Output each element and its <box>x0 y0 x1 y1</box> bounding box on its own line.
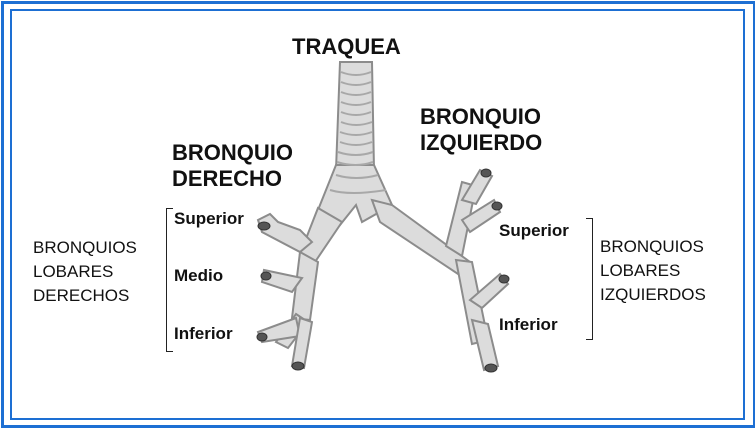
left-group-line-2: LOBARES <box>600 259 706 283</box>
opening <box>292 362 304 370</box>
opening <box>261 272 271 280</box>
right-bronchus-label: BRONQUIO DERECHO <box>172 140 293 192</box>
right-upper-branch-shape <box>258 214 312 252</box>
left-lobar-bracket <box>586 218 593 340</box>
right-group-line-1: BRONQUIOS <box>33 236 137 260</box>
left-lower-twig-2 <box>472 320 498 370</box>
right-group-label: BRONQUIOS LOBARES DERECHOS <box>33 236 137 308</box>
right-lobar-bracket <box>166 208 173 352</box>
right-group-line-2: LOBARES <box>33 260 137 284</box>
opening <box>481 169 491 177</box>
right-lower-label: Inferior <box>174 324 233 344</box>
right-middle-label: Medio <box>174 266 223 286</box>
right-bronchus-line-2: DERECHO <box>172 166 293 192</box>
right-bronchus-line-1: BRONQUIO <box>172 140 293 166</box>
opening <box>257 333 267 341</box>
right-group-line-3: DERECHOS <box>33 284 137 308</box>
opening <box>492 202 502 210</box>
opening <box>258 222 270 230</box>
left-upper-label: Superior <box>499 221 569 241</box>
left-lower-label: Inferior <box>499 315 558 335</box>
left-group-line-1: BRONQUIOS <box>600 235 706 259</box>
right-upper-label: Superior <box>174 209 244 229</box>
trachea-label: TRAQUEA <box>292 34 401 60</box>
left-bronchus-label: BRONQUIO IZQUIERDO <box>420 104 542 156</box>
opening <box>485 364 497 372</box>
left-bronchus-line-2: IZQUIERDO <box>420 130 542 156</box>
left-bronchus-line-1: BRONQUIO <box>420 104 542 130</box>
opening <box>499 275 509 283</box>
left-group-line-3: IZQUIERDOS <box>600 283 706 307</box>
left-group-label: BRONQUIOS LOBARES IZQUIERDOS <box>600 235 706 307</box>
